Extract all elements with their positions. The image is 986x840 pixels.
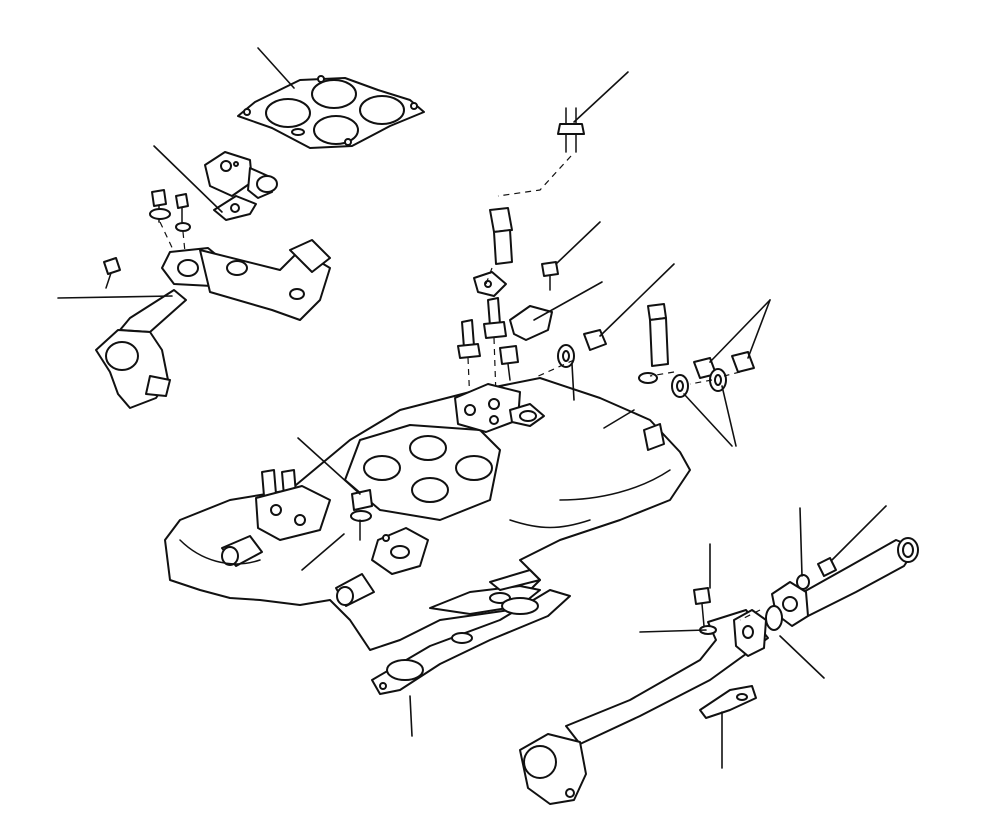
spacer-nut	[489, 207, 669, 367]
manifold-gasket	[371, 589, 571, 695]
pipe-union	[796, 557, 837, 590]
cover-plate	[473, 271, 553, 341]
sealing-washer	[557, 344, 727, 398]
water-outlet-housing	[204, 151, 278, 199]
heater-pipe	[519, 537, 919, 805]
heater-pipe-gasket	[699, 685, 757, 719]
bolt	[103, 189, 189, 289]
bolt	[541, 261, 559, 291]
alignment-lines	[485, 267, 761, 621]
leader-lines	[57, 47, 887, 769]
hex-plug	[583, 329, 755, 379]
inlet-manifold	[164, 377, 691, 651]
stud	[557, 107, 585, 153]
water-crossover-pipe	[95, 239, 331, 409]
bolt	[693, 587, 717, 635]
vacuum-fitting	[457, 297, 519, 381]
washer	[149, 208, 191, 232]
water-outlet-gasket	[213, 195, 257, 221]
carburetor-gasket	[237, 75, 425, 149]
